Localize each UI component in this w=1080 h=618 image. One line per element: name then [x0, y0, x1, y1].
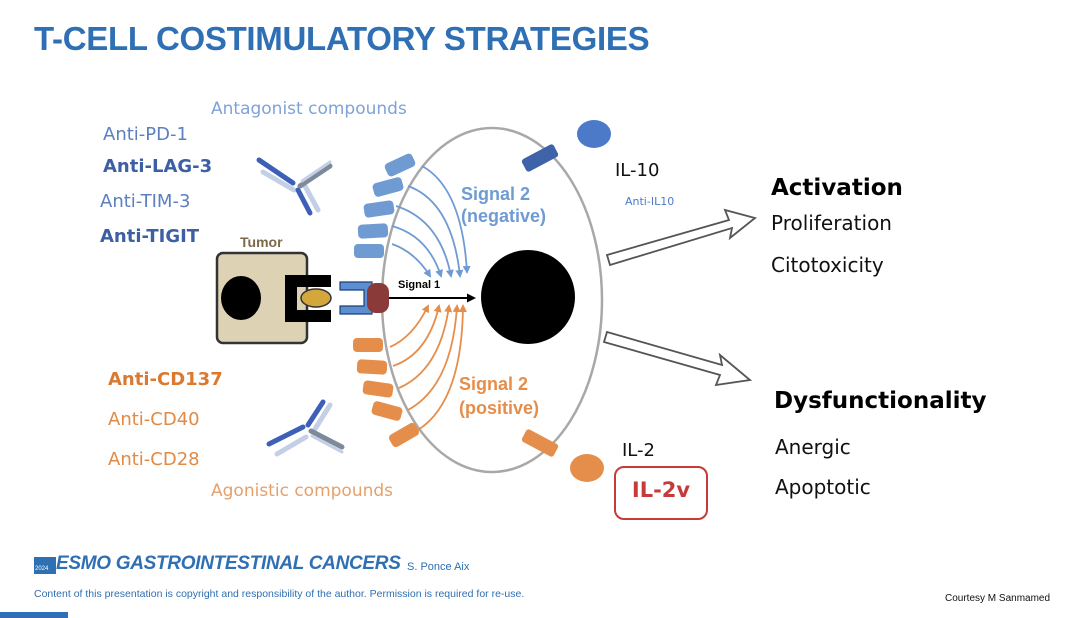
antagonist-item-anti-pd1: Anti-PD-1 [103, 124, 188, 145]
il2v-highlight-box [614, 466, 708, 520]
esmo-logo-mark [34, 557, 56, 574]
il10-label: IL-10 [615, 160, 660, 181]
t-cell-nucleus [481, 250, 575, 344]
il2-receptor [521, 429, 559, 457]
activation-heading: Activation [771, 175, 903, 201]
agonist-heading: Agonistic compounds [211, 481, 394, 501]
courtesy-credit: Courtesy M Sanmamed [945, 593, 1051, 604]
signal2-positive-line1: Signal 2 [459, 374, 529, 394]
signal1-label: Signal 1 [398, 279, 441, 291]
cd3-coreceptor [367, 283, 389, 313]
dysfunction-item-anergic: Anergic [775, 435, 851, 459]
signal2-negative-label: Signal 2 (negative) [461, 183, 546, 227]
antagonist-item-anti-lag3: Anti-LAG-3 [103, 156, 213, 177]
il2-label: IL-2 [622, 440, 655, 461]
activation-item-citotoxicity: Citotoxicity [771, 253, 884, 277]
signal2-positive-label: Signal 2 (positive) [459, 372, 539, 420]
signal2-negative-line1: Signal 2 [461, 184, 531, 204]
activation-arrow [605, 208, 757, 267]
il2-cytokine [570, 454, 604, 482]
esmo-logo-year: 2024 [35, 566, 49, 572]
inhibitory-receptors [354, 153, 416, 258]
antibody-icon-agonist [266, 399, 345, 457]
il10-cytokine [577, 120, 611, 148]
slide-title: T-CELL COSTIMULATORY STRATEGIES [34, 20, 650, 57]
agonist-item-anti-cd40: Anti-CD40 [108, 409, 200, 430]
antigen-peptide [300, 288, 332, 308]
agonist-item-anti-cd28: Anti-CD28 [108, 449, 200, 470]
esmo-logo-text: ESMO GASTROINTESTINAL CANCERS [56, 553, 401, 574]
antibody-icon-antagonist [256, 157, 333, 216]
dysfunction-heading: Dysfunctionality [774, 388, 987, 414]
author-name: S. Ponce Aix [407, 561, 470, 573]
antagonist-item-anti-tigit: Anti-TIGIT [100, 226, 200, 247]
mhc-molecule [285, 275, 331, 322]
signal2-positive-line2: (positive) [459, 398, 540, 418]
tumor-label: Tumor [240, 234, 283, 250]
activation-item-proliferation: Proliferation [771, 211, 892, 235]
antagonist-heading: Antagonist compounds [211, 99, 407, 119]
stimulatory-receptors [353, 338, 420, 448]
tumor-nucleus [221, 276, 261, 320]
corner-accent [0, 612, 68, 618]
il10-receptor [521, 144, 559, 172]
positive-signal-arrows [389, 304, 467, 431]
dysfunction-item-apoptotic: Apoptotic [775, 475, 871, 499]
anti-il10-label: Anti-IL10 [625, 195, 675, 208]
negative-signal-arrows [391, 165, 471, 278]
copyright-notice: Content of this presentation is copyrigh… [34, 588, 525, 600]
dysfunction-arrow [602, 330, 753, 387]
agonist-item-anti-cd137: Anti-CD137 [108, 369, 223, 390]
il2v-label: IL-2v [631, 478, 691, 502]
antagonist-item-anti-tim3: Anti-TIM-3 [100, 191, 191, 212]
signal2-negative-line2: (negative) [461, 206, 547, 226]
